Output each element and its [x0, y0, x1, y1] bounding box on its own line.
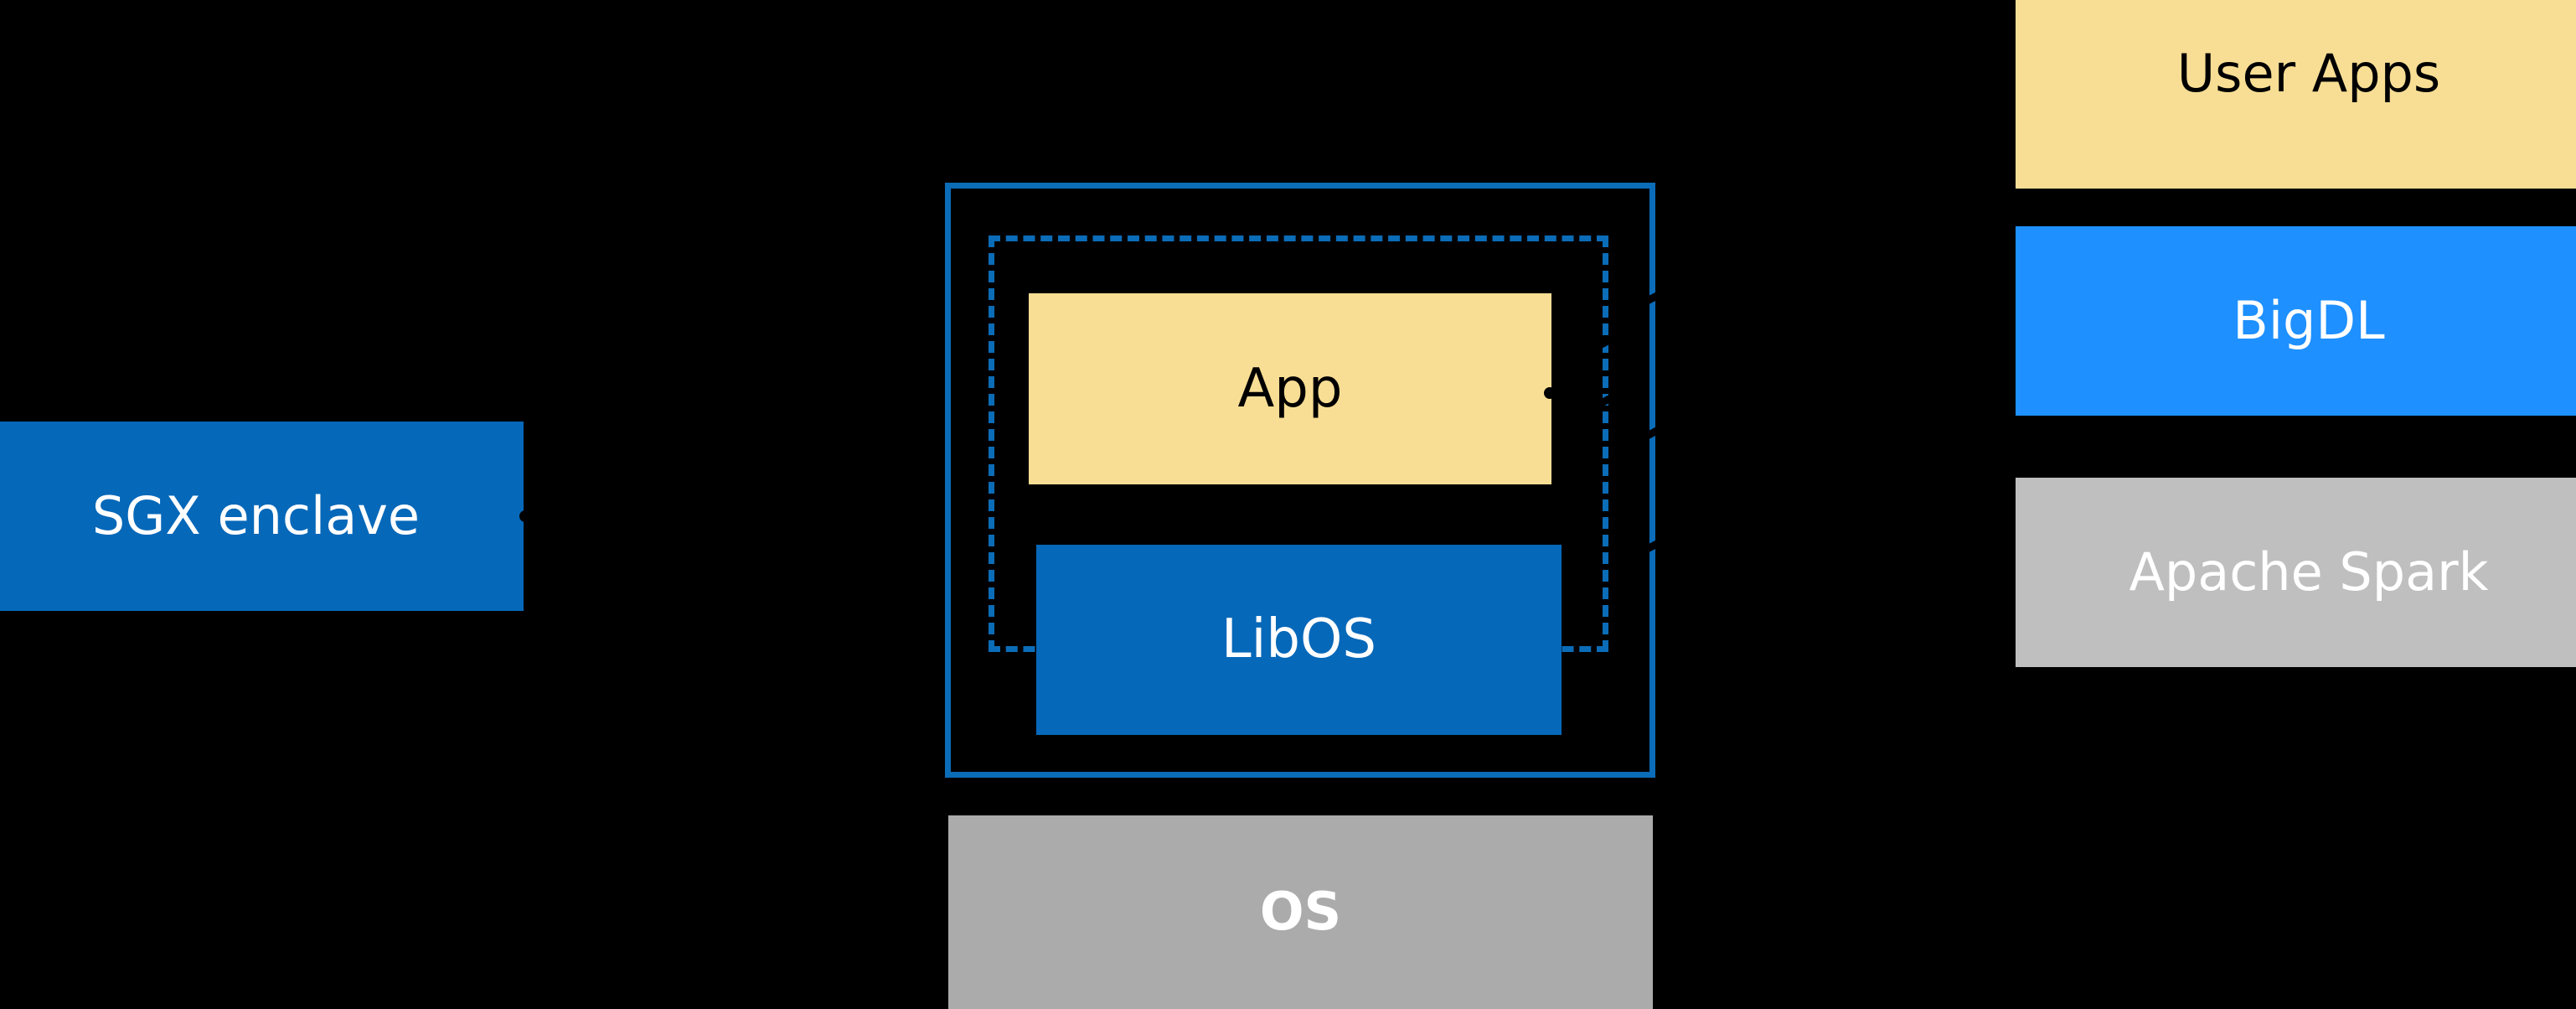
- apache-spark-box: Apache Spark: [2016, 478, 2576, 667]
- apache-spark-label: Apache Spark: [2129, 541, 2489, 603]
- bigdl-box: BigDL: [2016, 226, 2576, 416]
- os-box: OS: [948, 815, 1653, 1009]
- app-box: App: [1029, 293, 1551, 484]
- app-connector-endpoint: [1544, 387, 1556, 399]
- user-apps-label: User Apps: [2176, 43, 2441, 105]
- sgx-enclave-label: SGX enclave: [91, 484, 421, 546]
- libos-label: LibOS: [1221, 608, 1377, 671]
- sgx-connector-endpoint: [519, 510, 531, 522]
- app-label: App: [1237, 357, 1343, 420]
- bigdl-label: BigDL: [2233, 289, 2385, 351]
- enclave-boundary-frame: [945, 183, 1655, 778]
- user-apps-box: User Apps: [2016, 0, 2576, 189]
- os-label: OS: [1259, 881, 1342, 943]
- libos-box: LibOS: [1036, 545, 1562, 735]
- sgx-enclave-box: SGX enclave: [0, 422, 524, 611]
